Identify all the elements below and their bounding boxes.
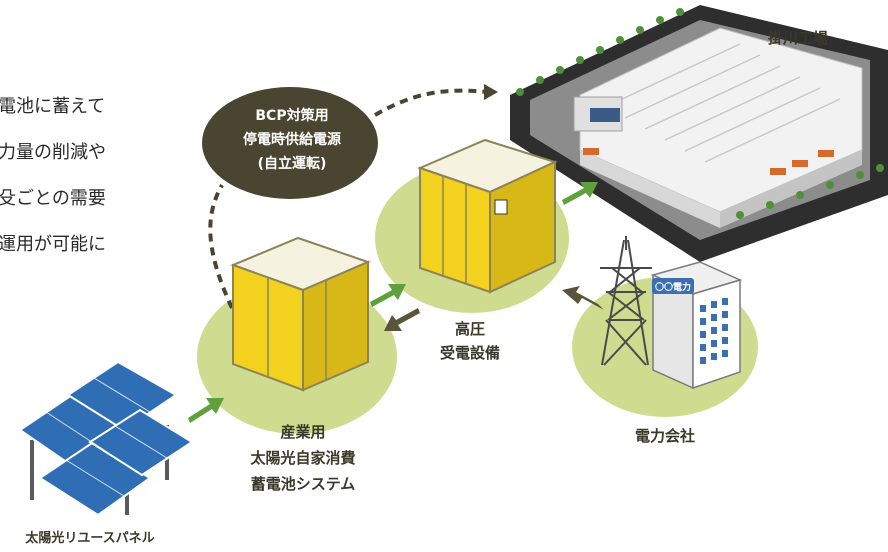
intro-line-2: 力量の削減や [0,142,106,163]
bcp-bubble-line-2: 停電時供給電源 [243,131,341,148]
substation-side [489,160,556,294]
flow-arrows [188,182,604,423]
utility-label: 電力会社 [635,427,695,445]
factory-wall-front [580,150,720,228]
substation-label-line-2: 受電設備 [440,344,500,362]
truck-4 [818,150,834,157]
truck-3 [792,160,808,167]
bcp-bubble-line-3: (自立運転) [258,155,327,172]
utility-sign [652,278,694,294]
truck-2 [770,168,786,175]
substation-cabinet [417,138,558,294]
utility-sign-text: 〇〇電力 [655,281,691,293]
transmission-tower [600,236,652,366]
substation-label-line-1: 高圧 [455,320,485,338]
factory-trees [516,8,884,219]
utility-building: 〇〇電力 [650,261,743,390]
factory-roof-ribs [604,43,841,163]
bcp-bubble-line-1: BCP対策用 [255,107,328,124]
truck-1 [583,148,599,155]
building-windows [700,298,728,364]
factory-illustration [510,5,888,262]
intro-line-3: 殳ごとの需要 [0,188,106,209]
factory-solar-roof [590,108,620,122]
storage-cabinet [230,236,371,392]
storage-label-line-1: 産業用 [280,423,325,441]
intro-text: 電池に蓄えて 力量の削減や 殳ごとの需要 運用が可能に [0,96,106,255]
storage-label-line-3: 蓄電池システム [251,475,356,493]
factory-wall-side [720,150,862,228]
warning-sign [494,199,508,215]
arrow-substation-to-storage [384,308,420,331]
storage-side [302,260,369,392]
storage-label-line-2: 太陽光自家消費 [250,449,355,467]
solar-label: 太陽光リユースパネル [24,530,154,546]
arrow-storage-to-substation [370,284,406,307]
solar-panels [18,360,194,517]
factory-label: 掛川工場 [768,29,828,47]
intro-line-4: 運用が可能に [0,234,106,255]
bcp-bubble-shape [202,87,378,199]
bcp-arrowhead [484,84,498,100]
intro-line-1: 電池に蓄えて [0,96,105,117]
bcp-bubble: BCP対策用 停電時供給電源 (自立運転) [202,87,378,199]
bcp-dashed-curve-right [374,88,489,117]
arrow-utility-to-substation [562,286,604,310]
bcp-dashed-curve-left [208,184,234,309]
arrow-substation-to-factory [562,182,598,205]
arrow-solar-to-storage [188,398,224,423]
